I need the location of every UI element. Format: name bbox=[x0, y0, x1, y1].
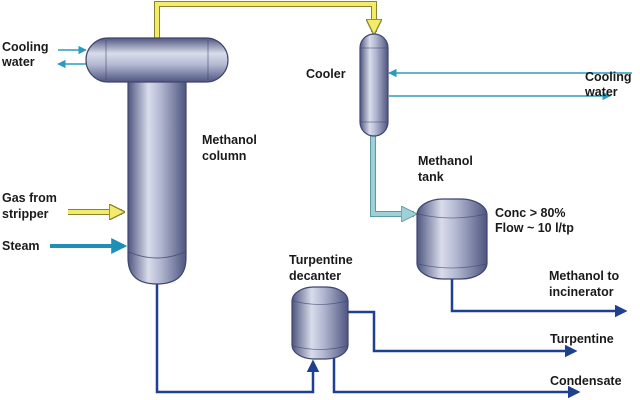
condensate-label: Condensate bbox=[550, 374, 622, 388]
column-condenser-drum[interactable] bbox=[85, 37, 229, 83]
vapor-line-overhead-fill bbox=[155, 2, 374, 40]
methanol-to-incinerator-line bbox=[450, 276, 628, 318]
vapor-line-overhead bbox=[154, 1, 377, 40]
cooling-water-right-label: Cooling water bbox=[584, 70, 635, 99]
gas-from-stripper-label: Gas from stripper bbox=[2, 191, 60, 221]
turpentine-decanter-label: Turpentine decanter bbox=[289, 253, 356, 283]
methanol-tank-label: Methanol tank bbox=[418, 154, 476, 184]
methanol-column[interactable] bbox=[127, 69, 187, 285]
decanter-turpentine-line bbox=[318, 310, 578, 358]
turpentine-decanter-vessel[interactable] bbox=[291, 286, 349, 360]
steam-label: Steam bbox=[2, 239, 40, 253]
methanol-to-incinerator-label: Methanol to incinerator bbox=[549, 269, 623, 299]
tank-specs-label: Conc > 80% Flow ~ 10 l/tp bbox=[495, 206, 574, 235]
turpentine-label: Turpentine bbox=[550, 332, 614, 346]
condensate-line bbox=[332, 356, 581, 399]
cooler-to-tank-line-fill bbox=[371, 135, 414, 214]
cooler-vessel[interactable] bbox=[359, 33, 389, 137]
methanol-tank-vessel[interactable] bbox=[416, 198, 488, 280]
cooling-water-left-label: Cooling water bbox=[1, 40, 52, 69]
column-to-decanter-line bbox=[155, 282, 320, 394]
cooler-label: Cooler bbox=[306, 67, 346, 81]
methanol-column-label: Methanol column bbox=[202, 133, 260, 163]
cooler-to-tank-line bbox=[370, 135, 414, 217]
